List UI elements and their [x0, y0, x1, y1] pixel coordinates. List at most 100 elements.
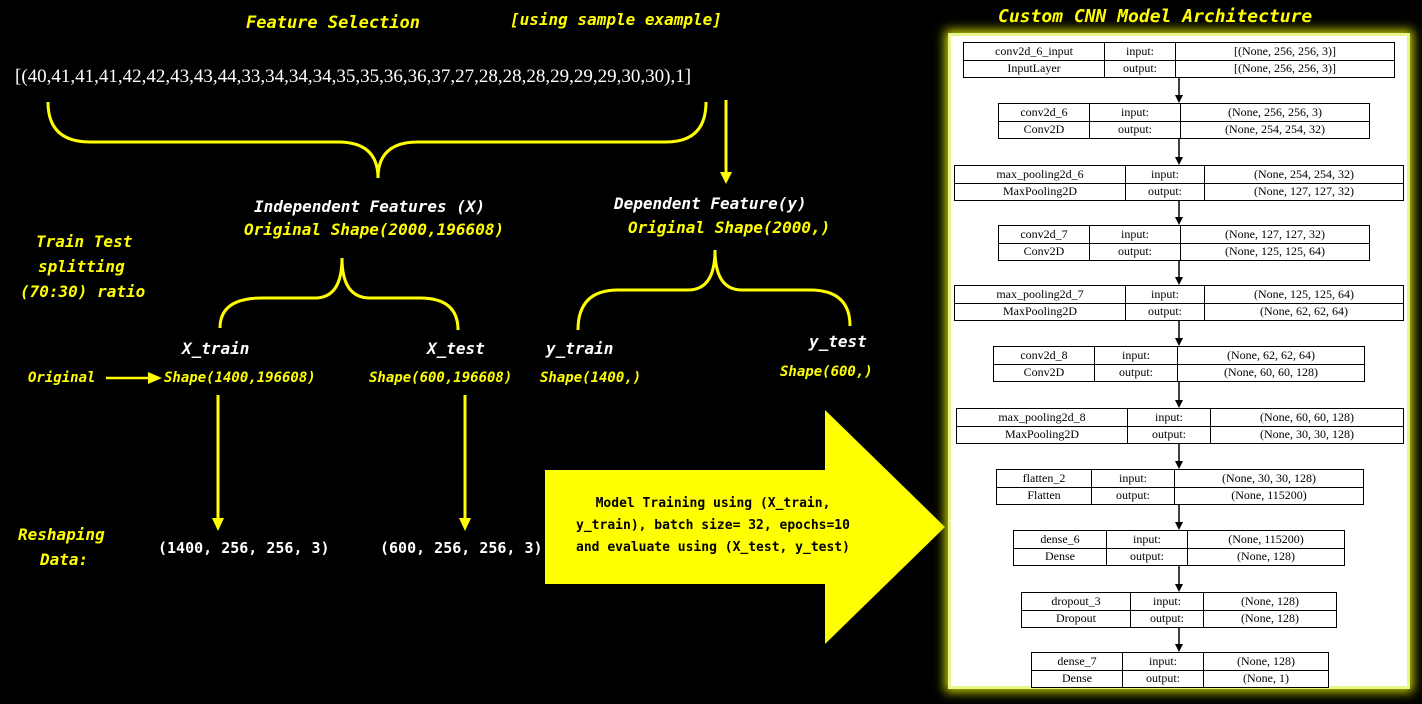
output-shape: (None, 115200) [1231, 488, 1307, 503]
flow-arrowhead [1175, 522, 1183, 530]
output-shape: (None, 30, 30, 128) [1260, 427, 1354, 442]
flow-arrowhead [1175, 461, 1183, 469]
dependent-shape: Original Shape(2000,) [628, 218, 831, 237]
input-label: input: [1126, 286, 1204, 304]
layer-type: MaxPooling2D [1004, 427, 1079, 442]
flow-arrowhead [1175, 584, 1183, 592]
dependent-feature-title: Dependent Feature(y) [614, 194, 807, 213]
output-label: output: [1151, 427, 1186, 442]
input-label: input: [1105, 43, 1175, 61]
reshaping-label-line1: Reshaping [18, 525, 105, 544]
training-big-arrow [545, 410, 945, 644]
x-train-arrowhead [212, 518, 224, 531]
flow-arrowhead [1175, 95, 1183, 103]
flow-arrowhead [1175, 338, 1183, 346]
training-line3: and evaluate using (X_test, y_test) [576, 540, 850, 555]
output-label: output: [1145, 671, 1180, 686]
split-label-line1: Train Test [36, 232, 133, 251]
original-label: Original [28, 370, 96, 386]
layer-name: conv2d_8 [994, 347, 1094, 365]
flow-arrowhead [1175, 277, 1183, 285]
output-shape: (None, 128) [1237, 549, 1295, 564]
training-line1: Model Training using (X_train, [595, 496, 831, 511]
output-label: output: [1118, 365, 1153, 380]
input-label: input: [1131, 593, 1203, 611]
layer-name: conv2d_7 [999, 226, 1089, 244]
output-label: output: [1117, 122, 1152, 137]
feature-selection-title: Feature Selection [246, 13, 420, 33]
reshaping-label-line2: Data: [40, 550, 89, 569]
output-label: output: [1129, 549, 1164, 564]
layer-type: Conv2D [1023, 122, 1065, 137]
layer-type: Dense [1062, 671, 1092, 686]
layer-type: MaxPooling2D [1002, 304, 1077, 319]
split-label-line2: splitting [38, 257, 125, 276]
y-train-label: y_train [546, 339, 614, 358]
input-label: input: [1092, 470, 1174, 488]
input-shape: [(None, 256, 256, 3)] [1176, 43, 1394, 61]
y-train-shape: Shape(1400,) [540, 370, 642, 386]
feature-brace [46, 101, 708, 179]
input-label: input: [1090, 226, 1180, 244]
flow-arrowhead [1175, 400, 1183, 408]
output-label: output: [1149, 611, 1184, 626]
y-test-label: y_test [809, 332, 867, 351]
x-test-arrowhead [459, 518, 471, 531]
input-label: input: [1090, 104, 1180, 122]
input-shape: (None, 125, 125, 64) [1205, 286, 1403, 304]
y-split-brace [576, 249, 852, 331]
label-arrowhead [720, 172, 732, 184]
layer-type: InputLayer [1007, 61, 1061, 76]
input-shape: (None, 30, 30, 128) [1175, 470, 1363, 488]
independent-shape: Original Shape(2000,196608) [244, 220, 505, 239]
output-shape: (None, 1) [1243, 671, 1289, 686]
layer-name: flatten_2 [997, 470, 1091, 488]
input-label: input: [1123, 653, 1203, 671]
layer-type: Conv2D [1023, 365, 1065, 380]
input-label: input: [1095, 347, 1177, 365]
layer-type: Dropout [1056, 611, 1096, 626]
layer-name: max_pooling2d_8 [957, 409, 1127, 427]
output-label: output: [1147, 184, 1182, 199]
output-shape: (None, 127, 127, 32) [1254, 184, 1354, 199]
training-description: Model Training using (X_train, y_train),… [548, 493, 878, 559]
input-shape: (None, 127, 127, 32) [1181, 226, 1369, 244]
flow-arrowhead [1175, 644, 1183, 652]
architecture-arrows [1175, 76, 1183, 652]
layer-type: Conv2D [1023, 244, 1065, 259]
output-shape: [(None, 256, 256, 3)] [1234, 61, 1336, 76]
x-split-brace [218, 257, 460, 331]
layer-type: Dense [1045, 549, 1075, 564]
input-shape: (None, 115200) [1188, 531, 1344, 549]
layer-name: max_pooling2d_6 [955, 166, 1125, 184]
x-test-label: X_test [427, 339, 485, 358]
x-train-label: X_train [182, 339, 250, 358]
architecture-title: Custom CNN Model Architecture [998, 6, 1313, 27]
layer-name: conv2d_6_input [964, 43, 1104, 61]
x-train-shape: Shape(1400,196608) [164, 370, 316, 386]
output-shape: (None, 60, 60, 128) [1224, 365, 1318, 380]
output-shape: (None, 62, 62, 64) [1260, 304, 1348, 319]
input-shape: (None, 256, 256, 3) [1181, 104, 1369, 122]
output-label: output: [1122, 61, 1157, 76]
original-arrowhead [148, 372, 162, 384]
output-shape: (None, 254, 254, 32) [1225, 122, 1325, 137]
layer-name: max_pooling2d_7 [955, 286, 1125, 304]
flow-arrowhead [1175, 217, 1183, 225]
layer-type: MaxPooling2D [1002, 184, 1077, 199]
input-label: input: [1107, 531, 1187, 549]
flow-arrowhead [1175, 157, 1183, 165]
input-shape: (None, 128) [1204, 593, 1336, 611]
output-shape: (None, 125, 125, 64) [1225, 244, 1325, 259]
input-label: input: [1126, 166, 1204, 184]
